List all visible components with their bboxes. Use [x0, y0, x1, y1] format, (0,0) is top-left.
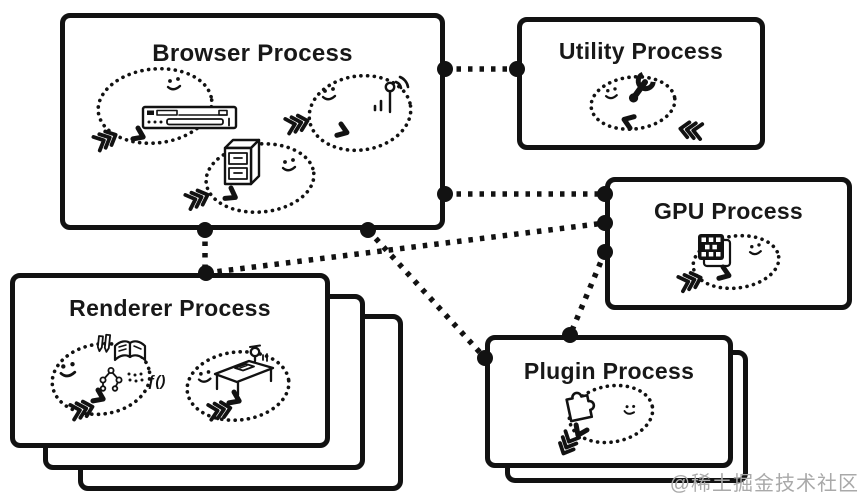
pens-icon	[96, 333, 112, 353]
gpu-chip-icon	[698, 234, 732, 268]
dom-tree-icon	[99, 367, 123, 392]
plugin-process-title: Plugin Process	[523, 358, 695, 384]
watermark: @稀土掘金技术社区	[669, 473, 859, 495]
chevrons-icon	[676, 268, 705, 294]
renderer-process-title: Renderer Process	[69, 295, 271, 321]
storage-icon	[223, 138, 261, 186]
connection-renderer-gpu	[205, 220, 606, 276]
browser-process-box: Browser Process	[60, 13, 445, 230]
layout-desk-icon	[213, 344, 275, 397]
open-book-icon	[113, 340, 147, 362]
gpu-process-box: GPU Process	[605, 177, 852, 310]
chevrons-icon	[677, 119, 705, 141]
wrench-icon	[628, 71, 656, 103]
plugin-process-box: Plugin Process	[485, 335, 733, 468]
function-label: ƒ()	[147, 373, 165, 390]
dots-icon	[127, 372, 144, 383]
puzzle-piece-icon	[565, 391, 596, 423]
utility-process-title: Utility Process	[558, 38, 724, 64]
utility-process-box: Utility Process	[517, 17, 765, 150]
gpu-process-title: GPU Process	[653, 198, 804, 224]
browser-doodles	[91, 66, 413, 214]
connection-gpu-plugin	[567, 250, 608, 337]
renderer-process-box: Renderer Process	[10, 273, 330, 448]
chevrons-icon	[183, 185, 213, 211]
browser-process-title: Browser Process	[152, 40, 353, 67]
browser-ui-icon	[141, 105, 238, 130]
utility-doodles	[589, 71, 705, 141]
network-antenna-icon	[373, 75, 410, 114]
plugin-doodles	[554, 383, 655, 459]
gpu-doodles	[676, 233, 781, 294]
chevrons-icon	[283, 111, 312, 136]
renderer-doodles: ƒ()	[50, 333, 291, 423]
chevrons-icon	[91, 126, 121, 153]
